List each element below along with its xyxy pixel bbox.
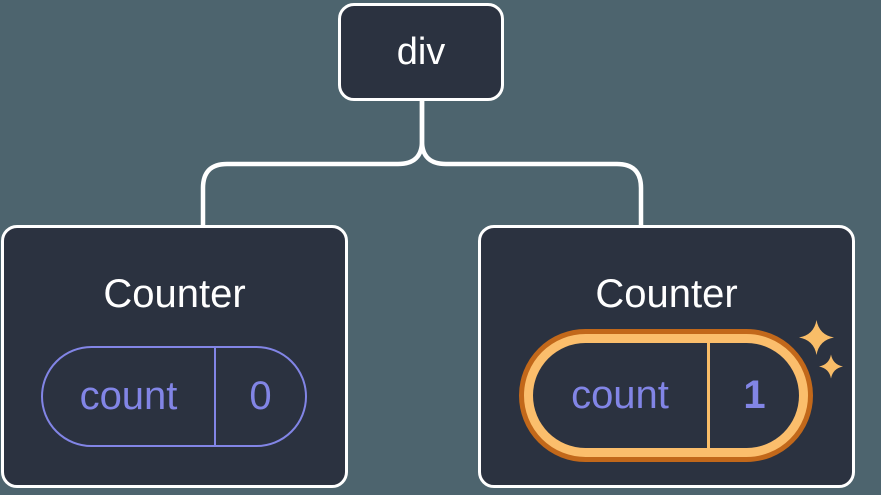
state-pill-divider <box>707 343 710 448</box>
state-value: 0 <box>249 374 272 418</box>
counter-card-right: Counter count 1 <box>478 225 855 488</box>
sparkle-large <box>799 320 834 355</box>
state-pill-count-0: count 0 <box>41 346 307 447</box>
sparkle-small <box>819 354 843 379</box>
connector-branch-left <box>200 101 425 226</box>
counter-title: Counter <box>595 272 738 316</box>
state-value: 1 <box>743 373 766 417</box>
root-node-div: div <box>338 3 504 101</box>
counter-card-left: Counter count 0 <box>1 225 348 488</box>
state-key-label: count <box>571 373 669 417</box>
state-pill-highlighted: count 1 <box>519 329 813 462</box>
state-pill-inner: count 1 <box>533 343 799 448</box>
connector-branch-right <box>419 101 644 226</box>
counter-title: Counter <box>103 272 246 316</box>
root-node-label: div <box>396 30 446 73</box>
state-key-label: count <box>79 374 178 418</box>
state-pill-divider <box>214 348 216 445</box>
